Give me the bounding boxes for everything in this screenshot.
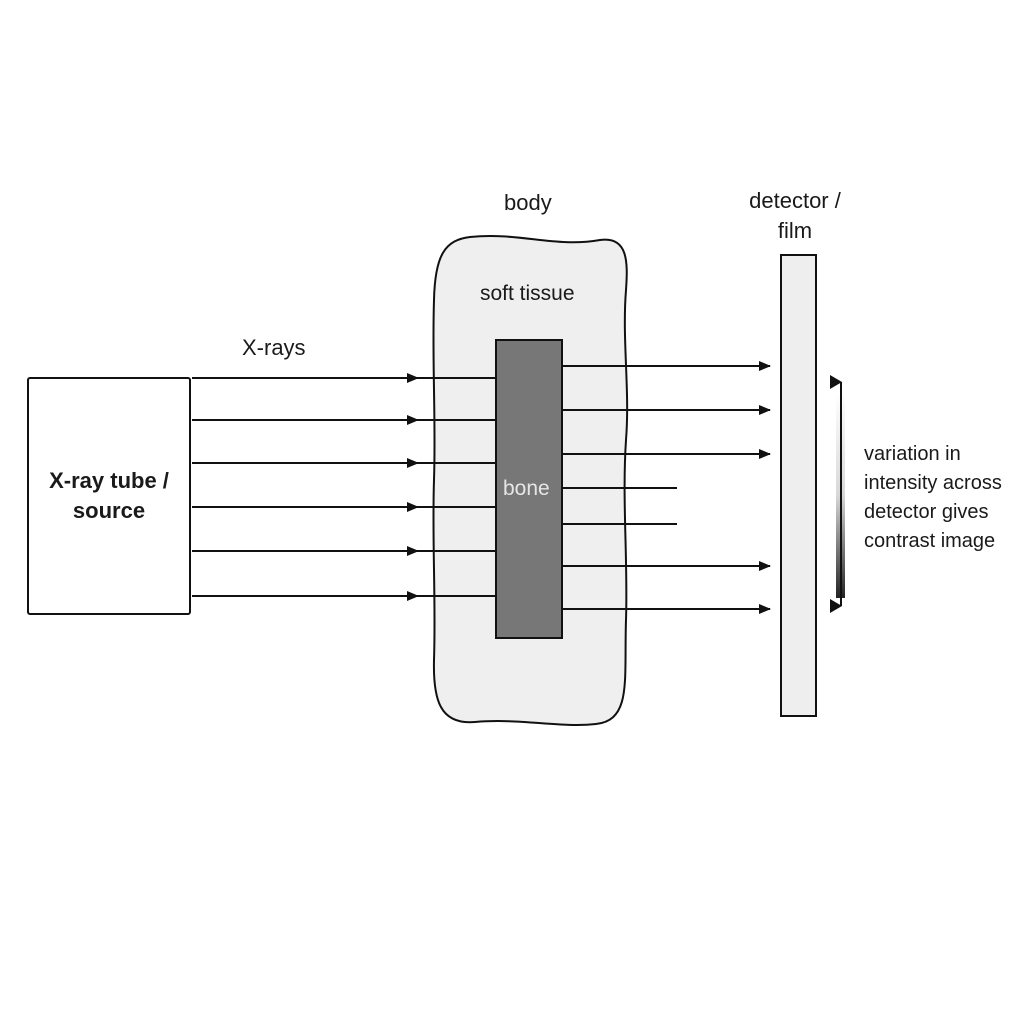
detector-film [780,254,817,717]
soft-tissue-label: soft tissue [480,282,575,305]
attenuated-beams [562,487,677,525]
variation-label: variation in intensity across detector g… [864,443,1002,552]
source-label: X-ray tube / source [49,468,169,523]
xray-source-box [27,377,191,615]
bone-label: bone [503,477,550,500]
beams-in-tissue [418,377,496,597]
body-label: body [504,190,552,215]
detector-label: detector / film [749,188,841,243]
bone-block [495,339,563,639]
incoming-beams [192,373,419,601]
transmitted-beams [562,361,771,614]
xrays-label: X-rays [242,335,306,360]
